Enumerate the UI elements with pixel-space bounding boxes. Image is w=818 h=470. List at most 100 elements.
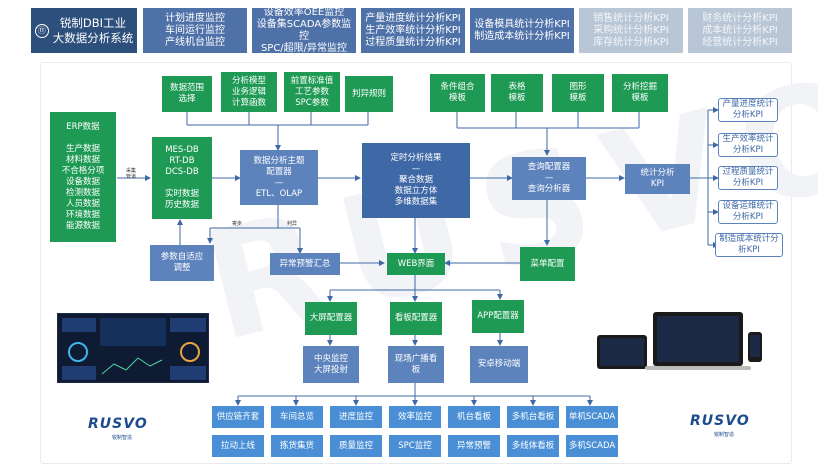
app-config-box: APP配置器 bbox=[472, 300, 524, 333]
central-monitor-text: 中央监控 大屏投射 bbox=[313, 353, 348, 375]
kpi-output-text: 产量进度统计 分析KPI bbox=[722, 99, 774, 120]
dashboard-preview-graphic bbox=[62, 318, 206, 380]
rusvo-logo-right-sub: 锐制智造 bbox=[714, 432, 735, 438]
bigscreen-config-box: 大屏配置器 bbox=[305, 302, 357, 335]
kpi-quality-text: 过程质量统计 分析KPI bbox=[722, 167, 774, 188]
laptop-device-image bbox=[653, 312, 743, 366]
central-monitor-box: 中央监控 大屏投射 bbox=[303, 346, 359, 383]
kpi-maintenance-text: 设备运维统计 分析KPI bbox=[722, 201, 774, 222]
android-mobile-box: 安卓移动端 bbox=[470, 346, 528, 383]
feedback-label: 寄步 bbox=[232, 221, 243, 227]
header-tab-2-label: 设备效率OEE监控 设备集SCADA参数监控 SPC/超限/异常监控 bbox=[256, 6, 352, 54]
kpi-maintenance-box: 设备运维统计 分析KPI bbox=[718, 200, 778, 224]
tile-label: 多机台看板 bbox=[511, 411, 555, 422]
header-tab-1-label: 计划进度监控 车间运行监控 产线机台监控 bbox=[165, 12, 225, 48]
tile-label: 供应链齐套 bbox=[216, 411, 260, 422]
param-adjust-box: 参数自适应 调整 bbox=[150, 245, 214, 281]
tile-efficiency-monitor[interactable]: 效率监控 bbox=[389, 406, 441, 428]
alarm-summary-text: 异常预警汇总 bbox=[279, 258, 331, 269]
android-mobile-text: 安卓移动端 bbox=[477, 359, 521, 369]
timed-results-box: 定时分析结果 — 聚合数据 数据立方体 多维数据集 bbox=[362, 143, 470, 218]
header-tab-3[interactable]: 产量进度统计分析KPI 生产效率统计分析KPI 过程质量统计分析KPI bbox=[361, 8, 465, 53]
dashboard-preview-image bbox=[57, 313, 209, 383]
graph-template-text: 图形 模板 bbox=[569, 82, 587, 103]
header-tab-6[interactable]: 财务统计分析KPI 成本统计分析KPI 经营统计分析KPI bbox=[688, 8, 792, 53]
tile-multi-machine-board[interactable]: 多机台看板 bbox=[507, 406, 559, 428]
onsite-board-box: 现场广播看 板 bbox=[388, 346, 444, 383]
erp-data-text: ERP数据 生产数据 材料数据 不合格分项 设备数据 检测数据 人员数据 环境数… bbox=[61, 122, 105, 231]
theme-config-text: 数据分析主题 配置器 — ETL、OLAP bbox=[253, 155, 305, 199]
tile-label: 机台看板 bbox=[456, 411, 491, 422]
header-tab-3-label: 产量进度统计分析KPI 生产效率统计分析KPI 过程质量统计分析KPI bbox=[365, 12, 461, 48]
header-tab-1[interactable]: 计划进度监控 车间运行监控 产线机台监控 bbox=[143, 8, 247, 53]
header-tab-5[interactable]: 销售统计分析KPI 采购统计分析KPI 库存统计分析KPI bbox=[579, 8, 683, 53]
kpi-cost-box: 制造成本统计分 析KPI bbox=[715, 233, 783, 257]
tile-progress-monitor[interactable]: 进度监控 bbox=[330, 406, 382, 428]
condition-template-box: 条件组合 模板 bbox=[430, 74, 485, 112]
tile-multi-scada[interactable]: 多机SCADA bbox=[566, 435, 618, 457]
app-config-text: APP配置器 bbox=[477, 311, 519, 321]
theme-config-box: 数据分析主题 配置器 — ETL、OLAP bbox=[240, 150, 318, 205]
tile-label: 多线体看板 bbox=[511, 440, 555, 451]
laptop-base-image bbox=[645, 366, 751, 370]
web-ui-box: WEB界面 bbox=[387, 253, 445, 275]
standard-values-box: 前置标准值 工艺参数 SPC参数 bbox=[284, 72, 340, 112]
tile-anomaly-alert[interactable]: 异常预警 bbox=[448, 435, 500, 457]
tile-label: 效率监控 bbox=[397, 411, 432, 422]
tile-supply-chain[interactable]: 供应链齐套 bbox=[212, 406, 264, 428]
query-config-text: 查询配置器 — 查询分析器 bbox=[527, 162, 571, 194]
header-tab-4[interactable]: 设备模具统计分析KPI 制造成本统计分析KPI bbox=[470, 8, 574, 53]
condition-template-text: 条件组合 模板 bbox=[440, 82, 475, 103]
onsite-board-text: 现场广播看 板 bbox=[394, 353, 438, 375]
web-ui-text: WEB界面 bbox=[397, 258, 435, 269]
tile-multi-line-board[interactable]: 多线体看板 bbox=[507, 435, 559, 457]
tile-label: 进度监控 bbox=[338, 411, 373, 422]
header-tab-2[interactable]: 设备效率OEE监控 设备集SCADA参数监控 SPC/超限/异常监控 bbox=[252, 6, 356, 54]
tile-label: 质量监控 bbox=[338, 440, 373, 451]
header-tab-6-label: 财务统计分析KPI 成本统计分析KPI 经营统计分析KPI bbox=[702, 12, 778, 48]
tile-label: SPC监控 bbox=[398, 440, 432, 451]
tile-machine-board[interactable]: 机台看板 bbox=[448, 406, 500, 428]
menu-config-box: 菜单配置 bbox=[520, 247, 575, 281]
kpi-efficiency-box: 生产效率统计 分析KPI bbox=[718, 133, 778, 157]
collect-pipe-label: 采集 管道 bbox=[126, 168, 137, 180]
phone-device-image bbox=[748, 332, 762, 362]
table-template-text: 表格 模板 bbox=[508, 82, 526, 103]
table-template-box: 表格 模板 bbox=[491, 74, 543, 112]
tile-pull-online[interactable]: 拉动上线 bbox=[212, 435, 264, 457]
mes-db-box: MES-DB RT-DB DCS-DB 实时数据 历史数据 bbox=[152, 137, 212, 219]
rusvo-logo-left-sub: 锐制智造 bbox=[112, 435, 133, 441]
analysis-model-text: 分析模型 业务逻辑 计算函数 bbox=[231, 75, 266, 108]
analysis-model-box: 分析模型 业务逻辑 计算函数 bbox=[221, 72, 277, 112]
kpi-efficiency-text: 生产效率统计 分析KPI bbox=[722, 134, 774, 155]
mining-template-text: 分析挖掘 模板 bbox=[622, 82, 657, 103]
mes-db-text: MES-DB RT-DB DCS-DB 实时数据 历史数据 bbox=[164, 145, 199, 210]
tile-label: 多机SCADA bbox=[568, 440, 616, 451]
data-range-text: 数据范围 选择 bbox=[169, 83, 204, 104]
mining-template-box: 分析挖掘 模板 bbox=[612, 74, 668, 112]
judge-rules-box: 判异规则 bbox=[345, 76, 393, 112]
tile-label: 车间总览 bbox=[279, 411, 314, 422]
rusvo-logo-right: RUSVO bbox=[690, 413, 750, 429]
tile-workshop-overview[interactable]: 车间总览 bbox=[271, 406, 323, 428]
tile-single-scada[interactable]: 单机SCADA bbox=[566, 406, 618, 428]
tile-picking[interactable]: 拣货集货 bbox=[271, 435, 323, 457]
tile-label: 单机SCADA bbox=[568, 411, 616, 422]
header-tab-4-label: 设备模具统计分析KPI 制造成本统计分析KPI bbox=[474, 18, 570, 42]
alarm-summary-box: 异常预警汇总 bbox=[270, 253, 340, 275]
menu-config-text: 菜单配置 bbox=[530, 258, 565, 269]
tile-spc-monitor[interactable]: SPC监控 bbox=[389, 435, 441, 457]
data-range-box: 数据范围 选择 bbox=[162, 76, 212, 112]
board-config-text: 看板配置器 bbox=[394, 313, 438, 323]
tile-label: 异常预警 bbox=[456, 440, 491, 451]
title-number-badge: ⑪ bbox=[34, 23, 49, 38]
timed-results-text: 定时分析结果 — 聚合数据 数据立方体 多维数据集 bbox=[390, 153, 442, 207]
title-text: 锐制DBI工业 大数据分析系统 bbox=[52, 15, 134, 45]
header-tab-5-label: 销售统计分析KPI 采购统计分析KPI 库存统计分析KPI bbox=[593, 12, 669, 48]
judge-label: 判异 bbox=[287, 221, 298, 227]
bigscreen-config-text: 大屏配置器 bbox=[309, 313, 353, 323]
stat-kpi-text: 统计分析 KPI bbox=[640, 168, 675, 189]
tile-quality-monitor[interactable]: 质量监控 bbox=[330, 435, 382, 457]
